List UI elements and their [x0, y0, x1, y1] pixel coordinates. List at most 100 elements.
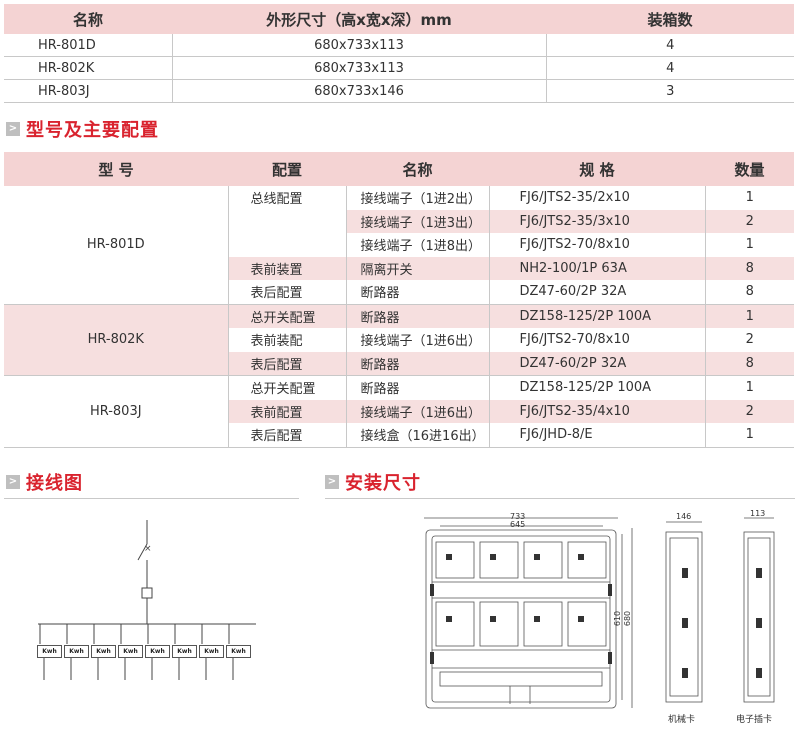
dim-depth-1: 146 — [676, 512, 692, 521]
config-cell — [227, 233, 346, 257]
name-cell: 接线端子（1进2出） — [345, 186, 489, 210]
qty-cell: 1 — [704, 233, 794, 257]
spec-header-name: 名称 — [4, 4, 172, 34]
spec-table: 名称 外形尺寸（高x宽x深）mm 装箱数 HR-801D 680x733x113… — [4, 4, 794, 103]
config-cell — [227, 209, 346, 233]
qty-cell: 8 — [704, 280, 794, 305]
config-cell: 表前装置 — [227, 256, 346, 280]
spec-cell: DZ47-60/2P 32A — [488, 351, 705, 376]
section-divider — [4, 498, 299, 499]
config-header-qty: 数量 — [705, 152, 794, 186]
spec-header-size: 外形尺寸（高x宽x深）mm — [172, 4, 546, 34]
spec-cell: 4 — [545, 56, 794, 80]
qty-cell: 2 — [704, 209, 794, 233]
section-wiring-header: > 接线图 — [6, 470, 83, 494]
qty-cell: 1 — [704, 375, 794, 400]
section-marker-icon: > — [6, 475, 20, 489]
config-cell: 总开关配置 — [227, 375, 346, 400]
config-cell: 表后配置 — [227, 423, 346, 448]
qty-cell: 1 — [704, 304, 794, 328]
section-marker-icon: > — [6, 122, 20, 136]
table-row: HR-803J 总开关配置 断路器 DZ158-125/2P 100A 1 — [4, 375, 794, 448]
table-row: HR-801D 总线配置 接线端子（1进2出） FJ6/JTS2-35/2x10… — [4, 186, 794, 305]
table-row: 表后配置 断路器 DZ47-60/2P 32A 8 — [4, 351, 794, 376]
section-divider — [325, 498, 795, 499]
table-row: HR-801D 680x733x113 4 — [4, 34, 794, 57]
spec-cell: 3 — [545, 79, 794, 103]
model-cell: HR-801D — [4, 186, 228, 305]
wiring-diagram: × Kwh Kwh Kwh Kwh Kwh Kwh Kwh Kwh — [30, 520, 270, 690]
qty-cell: 1 — [704, 423, 794, 448]
wiring-lines: × — [38, 520, 256, 680]
spec-cell: DZ158-125/2P 100A — [488, 304, 705, 328]
name-cell: 断路器 — [345, 375, 489, 400]
name-cell: 断路器 — [345, 280, 489, 305]
spec-cell: HR-802K — [4, 56, 172, 80]
section-config-header: > 型号及主要配置 — [6, 117, 159, 141]
spec-cell: DZ158-125/2P 100A — [488, 375, 705, 400]
table-row: 表后配置 断路器 DZ47-60/2P 32A 8 — [4, 280, 794, 305]
dim-width-inner: 645 — [510, 520, 526, 529]
spec-cell: FJ6/JTS2-70/8x10 — [488, 233, 705, 257]
spec-header-qty: 装箱数 — [546, 4, 794, 34]
table-row: 表前装配 接线端子（1进6出） FJ6/JTS2-70/8x10 2 — [4, 328, 794, 352]
kwh-meter-icon: Kwh — [226, 645, 251, 658]
name-cell: 断路器 — [345, 304, 489, 328]
config-table-header: 型 号 配置 名称 规 格 数量 — [4, 152, 794, 186]
label-mech-card: 机械卡 — [668, 715, 696, 725]
table-row: HR-803J 680x733x146 3 — [4, 79, 794, 103]
config-header-config: 配置 — [228, 152, 346, 186]
kwh-meter-icon: Kwh — [172, 645, 197, 658]
table-row: 表前装置 隔离开关 NH2-100/1P 63A 8 — [4, 256, 794, 280]
kwh-meter-icon: Kwh — [91, 645, 116, 658]
table-row: 表前配置 接线端子（1进6出） FJ6/JTS2-35/4x10 2 — [4, 399, 794, 423]
name-cell: 断路器 — [345, 351, 489, 376]
qty-cell: 8 — [704, 351, 794, 376]
spec-cell: 680x733x113 — [171, 56, 546, 80]
section-config-title: 型号及主要配置 — [26, 120, 159, 141]
config-cell: 总开关配置 — [227, 304, 346, 328]
dim-depth-2: 113 — [750, 509, 766, 518]
spec-cell: 680x733x113 — [171, 34, 546, 57]
dim-width-outer: 733 — [510, 512, 526, 521]
section-wiring-title: 接线图 — [26, 473, 83, 494]
spec-cell: DZ47-60/2P 32A — [488, 280, 705, 305]
dim-height-outer: 680 — [623, 610, 633, 627]
table-row: 接线端子（1进8出） FJ6/JTS2-70/8x10 1 — [4, 233, 794, 257]
config-cell: 表后配置 — [227, 351, 346, 376]
config-table: 型 号 配置 名称 规 格 数量 HR-801D 总线配置 接线端子（1进2出）… — [4, 152, 794, 448]
model-cell: HR-803J — [4, 375, 228, 448]
qty-cell: 1 — [704, 186, 794, 210]
label-elec-card: 电子插卡 — [736, 715, 773, 725]
table-row: HR-802K 总开关配置 断路器 DZ158-125/2P 100A 1 — [4, 304, 794, 376]
qty-cell: 8 — [704, 256, 794, 280]
config-cell: 总线配置 — [227, 186, 346, 210]
table-row: 接线端子（1进3出） FJ6/JTS2-35/3x10 2 — [4, 209, 794, 233]
spec-cell: FJ6/JTS2-70/8x10 — [488, 328, 705, 352]
spec-cell: NH2-100/1P 63A — [488, 256, 705, 280]
install-drawing: 733 645 610 680 146 113 机械卡 电子插卡 — [410, 508, 795, 730]
spec-cell: FJ6/JTS2-35/4x10 — [488, 399, 705, 423]
config-cell: 表前配置 — [227, 399, 346, 423]
spec-cell: FJ6/JTS2-35/3x10 — [488, 209, 705, 233]
table-row: 表后配置 接线盒（16进16出） FJ6/JHD-8/E 1 — [4, 423, 794, 448]
dim-height-inner: 610 — [613, 610, 623, 627]
section-install-title: 安装尺寸 — [345, 473, 421, 494]
spec-cell: 4 — [545, 34, 794, 57]
config-header-name: 名称 — [346, 152, 489, 186]
name-cell: 隔离开关 — [345, 256, 489, 280]
section-marker-icon: > — [325, 475, 339, 489]
qty-cell: 2 — [704, 328, 794, 352]
config-cell: 表前装配 — [227, 328, 346, 352]
section-install-header: > 安装尺寸 — [325, 470, 421, 494]
table-row: HR-802K 680x733x113 4 — [4, 56, 794, 80]
spec-cell: HR-801D — [4, 34, 172, 57]
config-header-spec: 规 格 — [489, 152, 705, 186]
name-cell: 接线端子（1进3出） — [345, 209, 489, 233]
name-cell: 接线端子（1进8出） — [345, 233, 489, 257]
spec-cell: FJ6/JHD-8/E — [488, 423, 705, 448]
kwh-meter-icon: Kwh — [145, 645, 170, 658]
kwh-meter-icon: Kwh — [118, 645, 143, 658]
kwh-meter-icon: Kwh — [37, 645, 62, 658]
config-cell: 表后配置 — [227, 280, 346, 305]
